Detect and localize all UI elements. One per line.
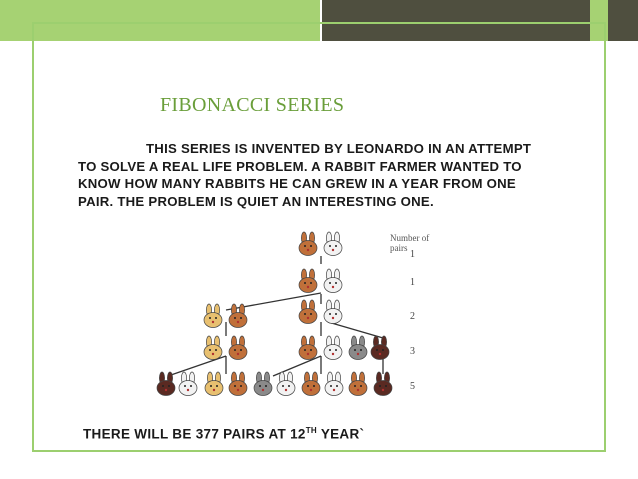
rabbit-icon — [203, 335, 223, 360]
rabbit-icon — [228, 303, 248, 328]
rabbit-icon — [203, 303, 223, 328]
rabbit-icon — [323, 231, 343, 256]
number-of-pairs-label: Number of pairs — [390, 233, 430, 253]
rabbit-icon — [323, 268, 343, 293]
slide-body-text: THIS SERIES IS INVENTED BY LEONARDO IN A… — [78, 141, 532, 209]
family-tree-lines — [167, 256, 384, 377]
top-bar-dark — [322, 0, 638, 41]
rabbit-icon — [298, 231, 318, 256]
rabbit-icon — [298, 268, 318, 293]
rabbit-icon — [301, 371, 321, 396]
rabbit-icon — [370, 335, 390, 360]
rabbit-icon — [323, 335, 343, 360]
rabbit-icon — [228, 335, 248, 360]
pair-count-gen-2: 1 — [410, 277, 415, 288]
content-frame — [32, 22, 606, 452]
rabbit-icon — [178, 371, 198, 396]
top-bar-accent — [590, 0, 608, 41]
rabbit-icon — [348, 371, 368, 396]
rabbit-icon — [228, 371, 248, 396]
rabbit-icon — [204, 371, 224, 396]
rabbit-icon — [373, 371, 393, 396]
rabbit-icon — [276, 371, 296, 396]
rabbit-icon — [156, 371, 176, 396]
rabbit-icon — [324, 371, 344, 396]
rabbit-icon — [253, 371, 273, 396]
top-bar-green — [0, 0, 320, 41]
footer-sup: TH — [305, 426, 318, 435]
rabbit-group — [156, 231, 393, 396]
rabbit-icon — [298, 335, 318, 360]
footer-end: YEAR` — [317, 426, 365, 442]
pair-count-gen-3: 2 — [410, 311, 415, 322]
pair-count-gen-1: 1 — [410, 249, 415, 260]
footer-main: THERE WILL BE 377 PAIRS AT 12 — [83, 426, 306, 442]
pair-count-gen-5: 5 — [410, 381, 415, 392]
pair-count-gen-4: 3 — [410, 346, 415, 357]
slide-title: FIBONACCI SERIES — [160, 94, 345, 116]
rabbit-icon — [348, 335, 368, 360]
rabbit-icon — [323, 299, 343, 324]
rabbit-icon — [298, 299, 318, 324]
footer-text: THERE WILL BE 377 PAIRS AT 12TH YEAR` — [83, 426, 364, 442]
rabbit-pairs-diagram — [156, 231, 393, 396]
